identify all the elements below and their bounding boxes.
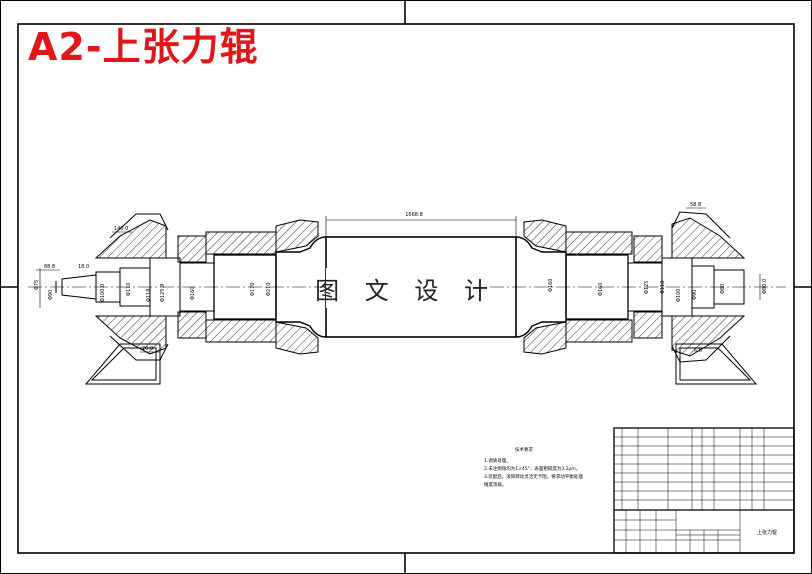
watermark-text: 图 文 设 计 <box>315 268 488 308</box>
dim-left-1: 88.8 <box>44 264 55 270</box>
title-block <box>613 427 795 554</box>
dim-left-9: Φ160 <box>190 287 196 300</box>
dim-left-2: 18.0 <box>78 264 89 270</box>
dim-right-0: 58.8 <box>690 202 701 208</box>
note-line-1: 1.调质处理。 <box>484 457 511 464</box>
dim-left-8: Φ125.9 <box>160 284 166 302</box>
dim-left-11: Φ210 <box>266 283 272 296</box>
dim-right-2: Φ125 <box>644 281 650 294</box>
dim-right-4: Φ100 <box>676 289 682 302</box>
notes-title: 技术要求 <box>515 446 533 453</box>
note-line-3: 3.装配后，滚筒转动灵活无卡阻，要求动平衡处理 <box>484 473 583 480</box>
dimension-labels: 1668.8 140.0 88.8 18.0 Φ75 Φ90 Φ100.0 Φ1… <box>34 202 768 354</box>
drawing-frame <box>17 23 795 554</box>
note-line-2: 2.未注倒角均为1×45°，表面粗糙度为3.2μm。 <box>484 465 580 472</box>
dim-right-8: 6.0 <box>694 348 702 354</box>
dim-left-10: Φ170 <box>250 283 256 296</box>
dim-left-0: 140.0 <box>114 226 128 232</box>
dim-right-5: Φ90 <box>692 290 698 300</box>
dim-left-12: 20.0 <box>142 346 153 352</box>
dim-left-3: Φ75 <box>34 280 40 290</box>
dim-left-5: Φ100.0 <box>100 284 106 302</box>
dim-right-1: Φ160 <box>598 283 604 296</box>
note-line-4: 精度等级。 <box>484 481 507 488</box>
dim-total-length: 1668.8 <box>405 212 423 218</box>
drawing-title: A2-上张力辊 <box>28 25 259 69</box>
dim-right-6: Φ80 <box>720 284 726 294</box>
left-bearing-housing <box>84 213 319 385</box>
dim-right-7: Φ80.0 <box>762 279 768 294</box>
dimension-lines <box>36 207 761 353</box>
dim-left-6: Φ110 <box>126 283 132 296</box>
dim-left-4: Φ90 <box>48 290 54 300</box>
dim-right-3: Φ110 <box>660 281 666 294</box>
dim-center-0: Φ160 <box>548 279 554 292</box>
title-block-drawing-name: 上张力辊 <box>757 529 777 536</box>
right-bearing-housing <box>523 211 758 385</box>
roller-assembly <box>28 207 786 385</box>
dim-left-7: Φ118 <box>146 289 152 302</box>
technical-notes: 技术要求 1.调质处理。 2.未注倒角均为1×45°，表面粗糙度为3.2μm。 … <box>484 446 583 488</box>
